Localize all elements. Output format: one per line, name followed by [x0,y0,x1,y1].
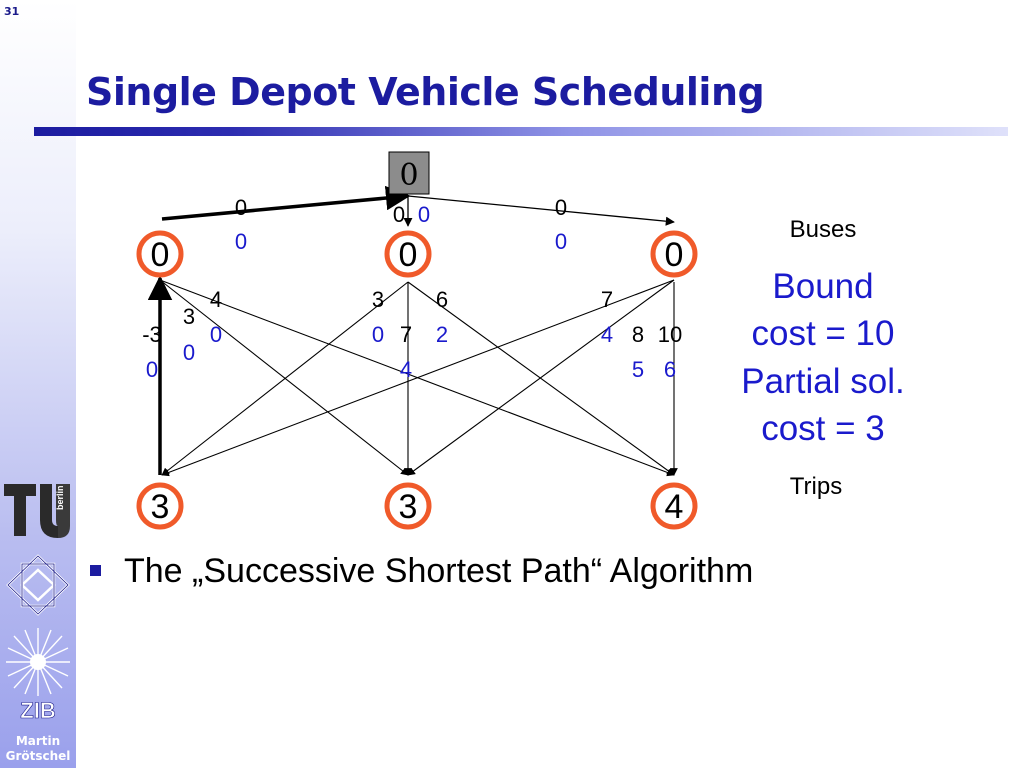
author-first-name: Martin [15,734,61,748]
edge-l1-cost: -3 [142,322,162,347]
title-underline [34,127,1008,136]
depot-arc-left-reduced: 0 [235,229,247,254]
partial-label-line1: Partial sol. [741,362,904,401]
edge-bus1-trip2 [159,279,409,476]
slide-number: 31 [4,5,20,18]
bus-node-1 [136,230,184,278]
slide-title: Single Depot Vehicle Scheduling [86,70,765,114]
edge-m3-reduced: 2 [436,322,448,347]
trip-node-2-value: 3 [399,488,418,526]
edge-r1-reduced: 4 [601,322,613,347]
edge-l3-reduced: 0 [210,322,222,347]
edge-l3-cost: 4 [210,287,222,312]
bus-node-1-value: 0 [151,236,170,274]
edge-bus2-trip1 [161,281,409,476]
edge-m3-cost: 6 [436,287,448,312]
depot-node [388,151,430,195]
trip-node-3 [650,482,698,530]
edge-bus3-trip1 [161,279,675,477]
edge-bus3-trip2 [407,279,675,476]
matheon-knot-logo [6,554,70,616]
edge-r2-reduced: 5 [632,357,644,382]
edge-l1-reduced: 0 [146,357,158,382]
depot-arc-middle-cost: 0 [393,202,405,227]
trip-node-2 [384,482,432,530]
depot-arc-middle-reduced: 0 [418,202,430,227]
bus-node-3-value: 0 [665,236,684,274]
edge-r2-cost: 8 [632,322,644,347]
depot-arc-right-reduced: 0 [555,229,567,254]
trip-node-1-value: 3 [151,488,170,526]
edge-m2-cost: 7 [400,322,412,347]
tu-logo-text: berlin [55,485,65,510]
bullet-text: The „Successive Shortest Path“ Algorithm [124,552,754,590]
edge-l2-reduced: 0 [183,340,195,365]
depot-arc-left [161,185,411,221]
edge-r1-cost: 7 [601,287,613,312]
depot-arc-left-cost: 0 [235,195,247,220]
edge-m1-reduced: 0 [372,322,384,347]
author-last-name: Grötschel [5,749,71,763]
trip-node-1 [136,482,184,530]
edge-l2-cost: 3 [183,304,195,329]
depot-arc-right [407,195,675,226]
edge-m2-reduced: 4 [400,357,412,382]
tu-berlin-logo: berlin [4,484,70,538]
trips-label: Trips [790,473,842,500]
depot-arc-right-cost: 0 [555,195,567,220]
bound-label-line2: cost = 10 [751,314,894,353]
edge-bus2-trip3 [407,281,675,476]
bus-node-2-value: 0 [399,236,418,274]
bus-node-3 [650,230,698,278]
zib-logo-text: ZIB [20,698,55,722]
zib-logo: ZIB [6,628,70,722]
bullet-marker [90,565,101,576]
depot-node-value: 0 [399,158,418,193]
author-name: Martin Grötschel [0,734,76,764]
bus-node-2 [384,230,432,278]
bound-label-line1: Bound [772,267,873,306]
edge-r3-reduced: 6 [664,357,676,382]
trip-node-3-value: 4 [665,488,684,526]
buses-label: Buses [790,216,857,243]
edge-r3-cost: 10 [658,322,682,347]
partial-label-line2: cost = 3 [761,409,885,448]
edge-m1-cost: 3 [372,287,384,312]
